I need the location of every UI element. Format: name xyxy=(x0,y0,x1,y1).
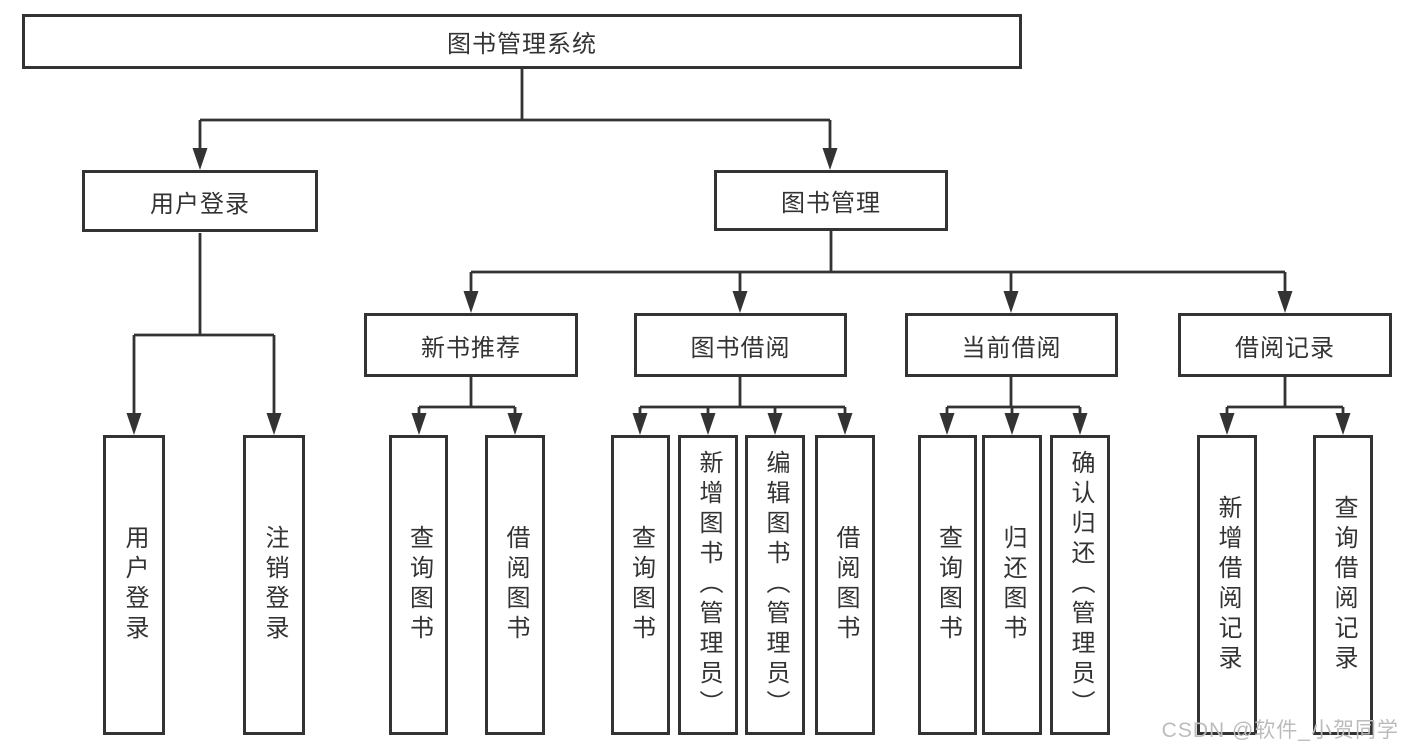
node-label: 新书推荐 xyxy=(421,334,521,362)
node-new-book-recommendation: 新书推荐 xyxy=(364,313,578,377)
leaf-user-login: 用户登录 xyxy=(103,435,165,735)
node-label: 借阅记录 xyxy=(1235,334,1335,362)
leaf-confirm-return-admin: 确认归还（管理员） xyxy=(1050,435,1110,735)
arrowhead-icons xyxy=(126,148,1351,435)
leaf-logout: 注销登录 xyxy=(243,435,305,735)
node-book-borrowing: 图书借阅 xyxy=(634,313,847,377)
node-borrowing-records: 借阅记录 xyxy=(1178,313,1392,377)
csdn-watermark: CSDN @软件_小贺同学 xyxy=(1161,719,1399,742)
node-current-borrowing: 当前借阅 xyxy=(905,313,1118,377)
leaf-query-books-borrowing: 查询图书 xyxy=(611,435,670,735)
leaf-return-books: 归还图书 xyxy=(982,435,1042,735)
node-label: 用户登录 xyxy=(150,190,250,218)
leaf-add-borrow-record: 新增借阅记录 xyxy=(1197,435,1257,735)
node-label: 图书管理 xyxy=(781,190,881,217)
node-label: 图书借阅 xyxy=(690,334,791,362)
leaf-borrow-books-recommend: 借阅图书 xyxy=(485,435,545,735)
leaf-borrow-books: 借阅图书 xyxy=(815,435,875,735)
node-root-library-system: 图书管理系统 xyxy=(22,14,1022,69)
leaf-add-books-admin: 新增图书（管理员） xyxy=(678,435,738,735)
node-user-login: 用户登录 xyxy=(82,170,318,232)
leaf-edit-books-admin: 编辑图书（管理员） xyxy=(745,435,805,735)
leaf-query-books-recommend: 查询图书 xyxy=(389,435,448,735)
node-label: 图书管理系统 xyxy=(447,31,597,58)
node-book-management: 图书管理 xyxy=(714,170,948,231)
tree-edges xyxy=(132,68,1345,415)
leaf-query-borrow-record: 查询借阅记录 xyxy=(1313,435,1373,735)
node-label: 当前借阅 xyxy=(961,334,1062,362)
leaf-query-books-current: 查询图书 xyxy=(918,435,977,735)
